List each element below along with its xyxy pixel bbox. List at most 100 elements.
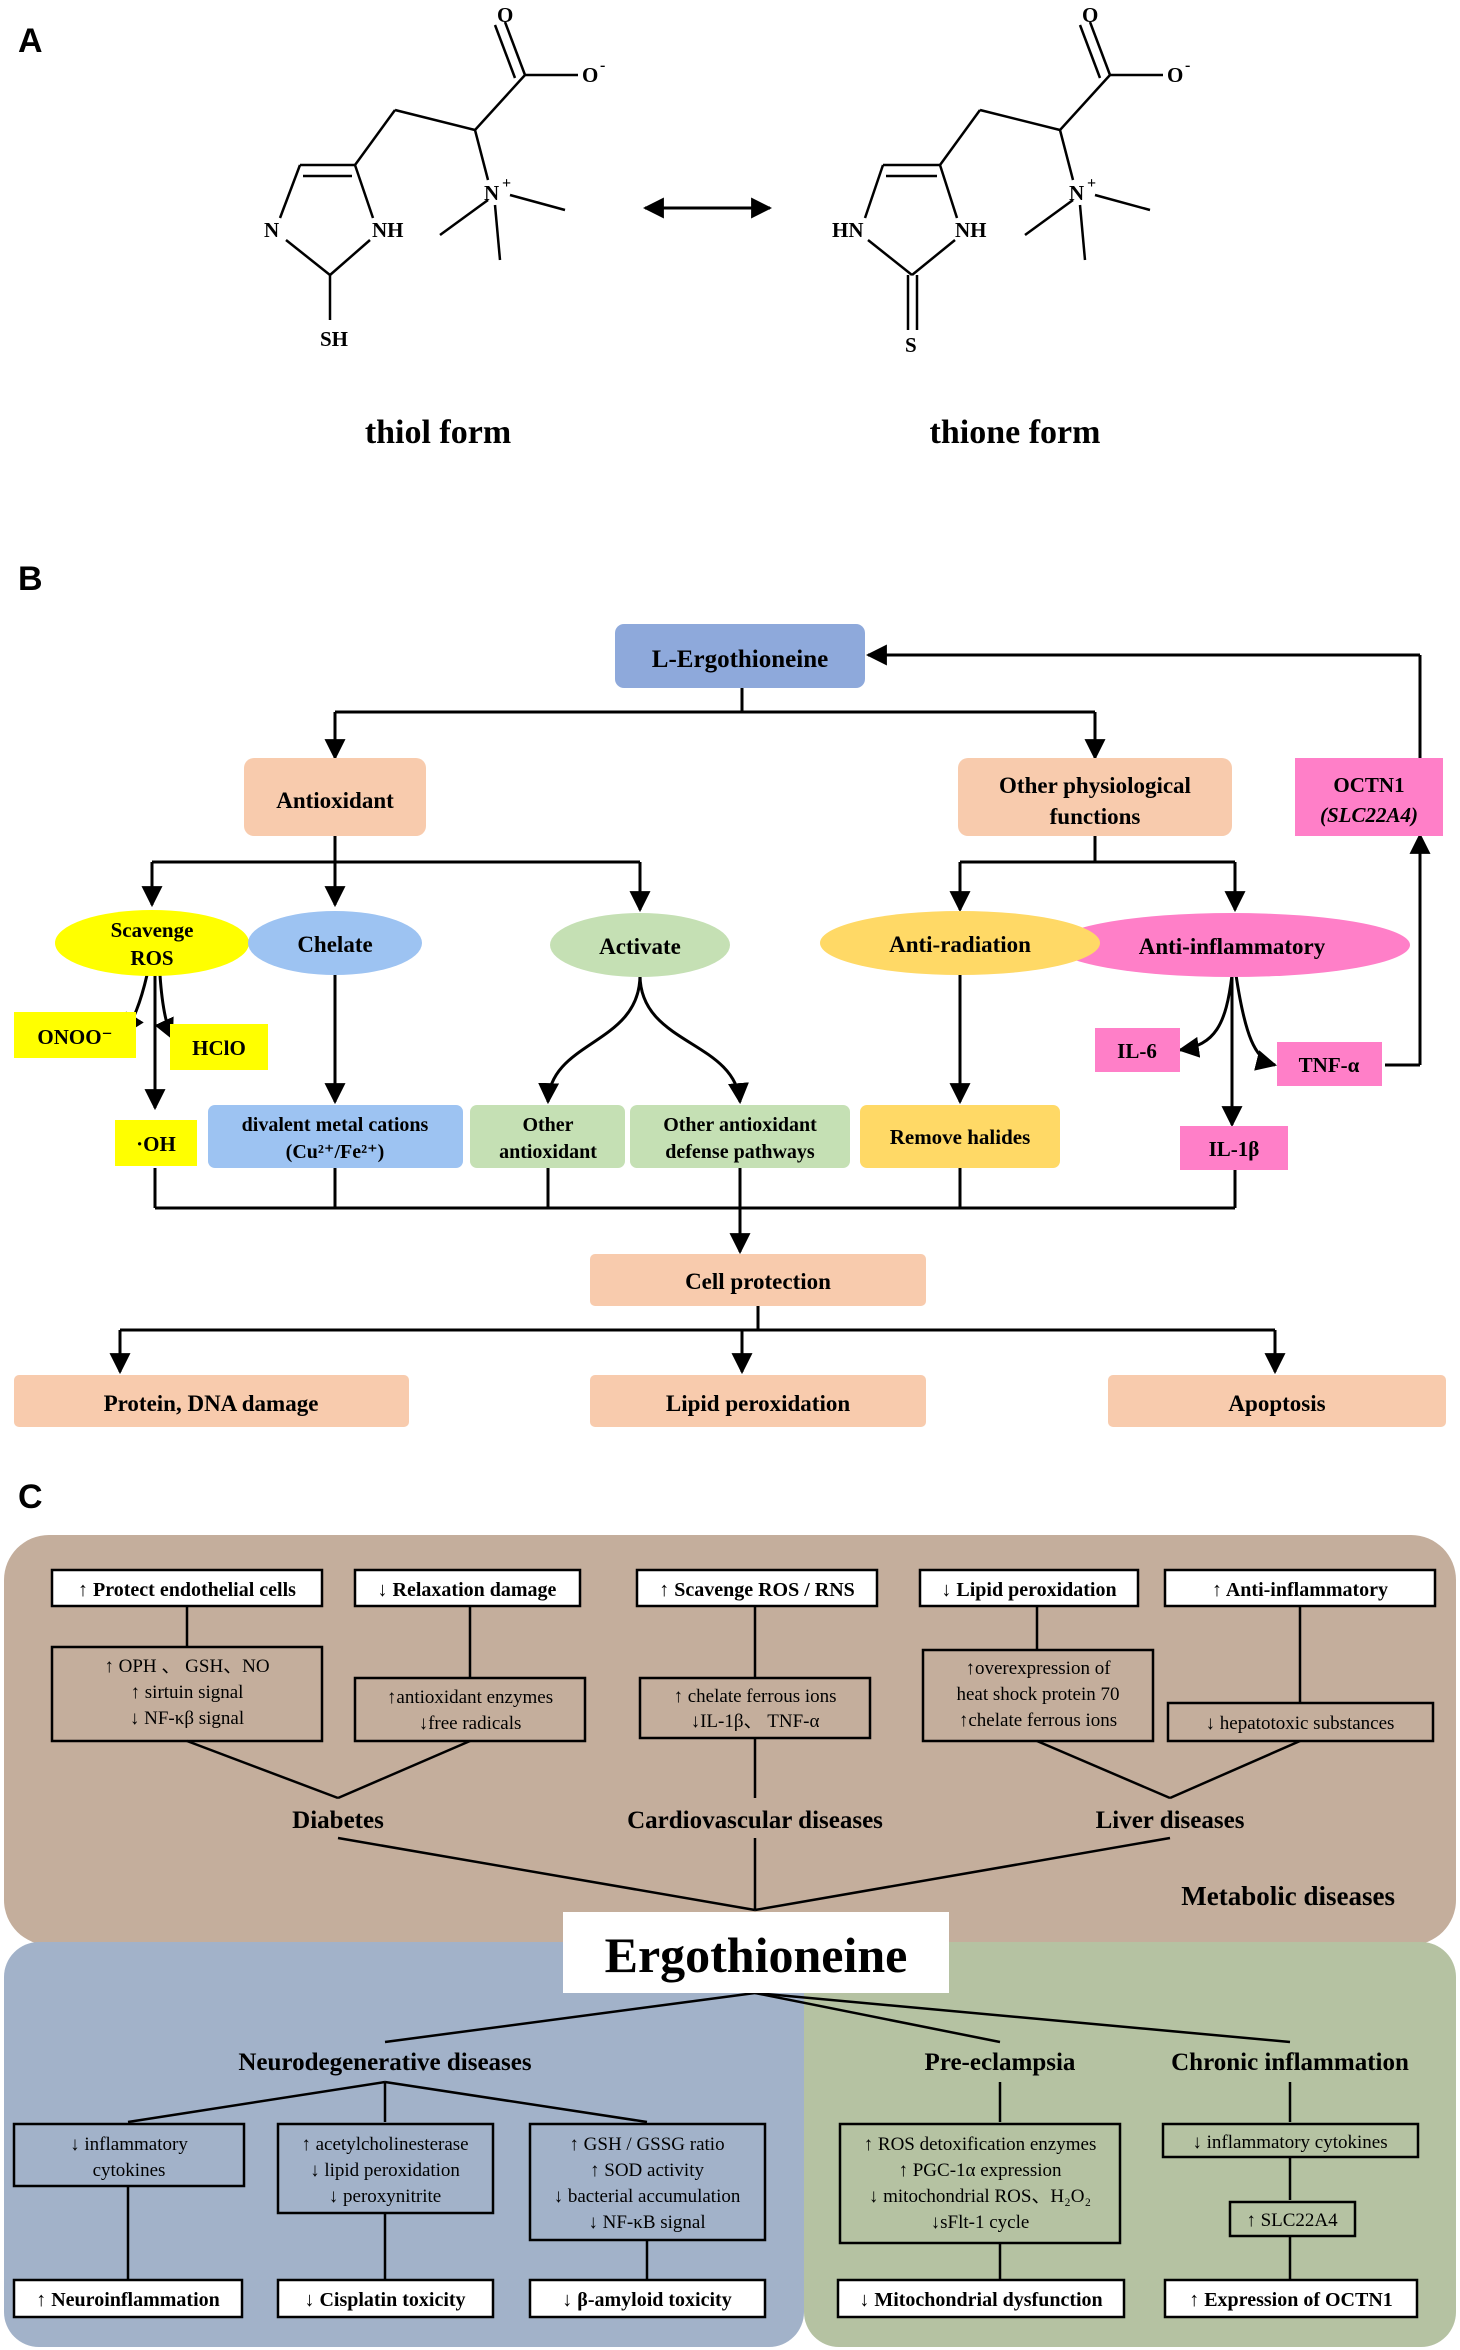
svg-text:↓sFlt-1 cycle: ↓sFlt-1 cycle	[931, 2212, 1030, 2233]
node-apoptosis: Apoptosis	[1108, 1375, 1446, 1427]
node-other-pathways: Other antioxidant defense pathways	[630, 1105, 850, 1168]
svg-text:Remove halides: Remove halides	[890, 1125, 1031, 1149]
inflammation-background	[804, 1942, 1456, 2347]
node-antioxidant: Antioxidant	[244, 758, 426, 836]
node-octn1: OCTN1 (SLC22A4)	[1295, 758, 1443, 836]
svg-text:↑antioxidant enzymes: ↑antioxidant enzymes	[387, 1687, 553, 1708]
box-lipid-peroxidation: ↓ Lipid peroxidation	[918, 1568, 1140, 1608]
node-other-antioxidant: Other antioxidant	[470, 1105, 625, 1168]
neuro-background	[4, 1942, 804, 2347]
box-protect-endothelial: ↑ Protect endothelial cells	[50, 1568, 324, 1608]
ergothioneine-title-box: Ergothioneine	[563, 1912, 949, 1993]
svg-text:↑ Neuroinflammation: ↑ Neuroinflammation	[36, 2289, 220, 2311]
svg-text:(Cu²⁺/Fe²⁺): (Cu²⁺/Fe²⁺)	[286, 1141, 385, 1163]
svg-text:↑ Protect endothelial cells: ↑ Protect endothelial cells	[78, 1579, 296, 1601]
svg-text:↓ Relaxation damage: ↓ Relaxation damage	[378, 1579, 557, 1601]
svg-text:↓ inflammatory: ↓ inflammatory	[70, 2134, 188, 2155]
box-neuro-detail-2: ↑ acetylcholinesterase ↓ lipid peroxidat…	[276, 2122, 495, 2215]
svg-text:↓ Mitochondrial dysfunction: ↓ Mitochondrial dysfunction	[859, 2289, 1102, 2311]
atom-o: O	[1082, 3, 1098, 27]
node-il6: IL-6	[1095, 1028, 1180, 1072]
svg-text:↓ mitochondrial ROS、H₂O₂: ↓ mitochondrial ROS、H₂O₂	[869, 2186, 1091, 2207]
svg-text:↑overexpression of: ↑overexpression of	[965, 1658, 1111, 1679]
atom-nh: NH	[955, 218, 987, 242]
label-chronic-inflammation: Chronic inflammation	[1171, 2049, 1409, 2076]
node-cell-protection: Cell protection	[590, 1254, 926, 1306]
box-hepatotoxic: ↓ hepatotoxic substances	[1166, 1701, 1435, 1743]
minus-sign: -	[600, 57, 605, 74]
svg-text:↓ inflammatory cytokines: ↓ inflammatory cytokines	[1192, 2132, 1387, 2153]
box-diabetes-detail: ↑ OPH 、 GSH、NO ↑ sirtuin signal ↓ NF-κβ …	[50, 1645, 324, 1743]
box-chronic-detail-1: ↓ inflammatory cytokines	[1161, 2122, 1420, 2159]
svg-text:↑ Scavenge ROS / RNS: ↑ Scavenge ROS / RNS	[659, 1579, 855, 1601]
node-activate: Activate	[550, 913, 730, 977]
thiol-structure	[278, 21, 578, 320]
atom-hn: HN	[832, 218, 864, 242]
plus-sign: +	[1087, 175, 1096, 192]
node-scavenge-ros: Scavenge ROS	[55, 910, 249, 976]
svg-text:↓ bacterial accumulation: ↓ bacterial accumulation	[554, 2186, 741, 2207]
svg-text:functions: functions	[1050, 804, 1141, 829]
thiol-atoms: O O - N + N NH SH	[264, 3, 605, 351]
node-onoo: ONOO⁻	[14, 1012, 136, 1058]
svg-text:heat shock protein 70: heat shock protein 70	[956, 1684, 1119, 1705]
svg-text:ROS: ROS	[130, 946, 173, 970]
svg-text:↓ β-amyloid toxicity: ↓ β-amyloid toxicity	[562, 2289, 731, 2311]
box-anti-inflammatory: ↑ Anti-inflammatory	[1163, 1568, 1437, 1608]
svg-text:↓ Lipid peroxidation: ↓ Lipid peroxidation	[941, 1579, 1116, 1601]
minus-sign: -	[1185, 57, 1190, 74]
node-divalent-cations: divalent metal cations (Cu²⁺/Fe²⁺)	[208, 1105, 463, 1168]
svg-text:divalent metal cations: divalent metal cations	[242, 1114, 429, 1136]
svg-text:antioxidant: antioxidant	[499, 1141, 597, 1163]
svg-text:↑ SOD activity: ↑ SOD activity	[590, 2160, 704, 2181]
svg-text:IL-6: IL-6	[1117, 1039, 1157, 1063]
box-neuro-detail-1: ↓ inflammatory cytokines	[12, 2122, 246, 2188]
svg-text:ONOO⁻: ONOO⁻	[37, 1025, 112, 1049]
thione-form-label: thione form	[930, 414, 1101, 451]
svg-text:↑ acetylcholinesterase: ↑ acetylcholinesterase	[301, 2134, 468, 2155]
panel-c-label: C	[18, 1478, 43, 1516]
box-scavenge-ros-rns: ↑ Scavenge ROS / RNS	[635, 1568, 879, 1608]
atom-s: S	[905, 333, 917, 357]
svg-text:HClO: HClO	[192, 1036, 246, 1060]
svg-text:Other antioxidant: Other antioxidant	[663, 1114, 817, 1136]
box-cisplatin-toxicity: ↓ Cisplatin toxicity	[276, 2278, 495, 2319]
svg-text:Scavenge: Scavenge	[111, 918, 194, 942]
box-relaxation-detail: ↑antioxidant enzymes ↓free radicals	[353, 1676, 587, 1743]
svg-text:Protein, DNA damage: Protein, DNA damage	[104, 1391, 319, 1416]
panel-b-label: B	[18, 560, 43, 598]
node-lipid-peroxidation: Lipid peroxidation	[590, 1375, 926, 1427]
atom-o-minus: O	[1167, 63, 1183, 87]
thione-atoms: O O - N + HN NH S	[832, 3, 1190, 357]
label-liver: Liver diseases	[1096, 1807, 1245, 1834]
svg-text:Other: Other	[522, 1114, 573, 1136]
panel-b-connectors	[109, 644, 1431, 1375]
ergothioneine-title: Ergothioneine	[605, 1927, 908, 1983]
node-l-ergothioneine: L-Ergothioneine	[615, 624, 865, 688]
svg-text:·OH: ·OH	[136, 1132, 176, 1156]
thiol-form-label: thiol form	[365, 414, 511, 451]
svg-text:Chelate: Chelate	[297, 932, 372, 957]
svg-text:↓ lipid peroxidation: ↓ lipid peroxidation	[310, 2160, 460, 2181]
svg-text:↓ NF-κβ signal: ↓ NF-κβ signal	[130, 1708, 244, 1729]
box-neuro-detail-3: ↑ GSH / GSSG ratio ↑ SOD activity ↓ bact…	[528, 2122, 767, 2242]
svg-text:TNF-α: TNF-α	[1299, 1053, 1360, 1077]
panel-c-connectors	[126, 1606, 1302, 2280]
panel-a-label: A	[18, 22, 43, 60]
label-diabetes: Diabetes	[292, 1807, 384, 1834]
node-il1b: IL-1β	[1180, 1126, 1288, 1170]
node-other-physiological: Other physiological functions	[958, 758, 1232, 836]
atom-o-minus: O	[582, 63, 598, 87]
box-relaxation-damage: ↓ Relaxation damage	[353, 1568, 582, 1608]
svg-text:defense pathways: defense pathways	[665, 1141, 815, 1163]
box-pre-eclampsia-detail: ↑ ROS detoxification enzymes ↑ PGC-1α ex…	[838, 2122, 1122, 2245]
svg-text:OCTN1: OCTN1	[1333, 773, 1404, 797]
svg-text:↑ sirtuin signal: ↑ sirtuin signal	[131, 1682, 244, 1703]
svg-text:↑ Anti-inflammatory: ↑ Anti-inflammatory	[1212, 1579, 1388, 1601]
node-anti-radiation: Anti-radiation	[820, 911, 1100, 975]
svg-text:↑ chelate ferrous ions: ↑ chelate ferrous ions	[673, 1686, 836, 1707]
label-cardiovascular: Cardiovascular diseases	[627, 1807, 883, 1834]
svg-text:Activate: Activate	[599, 934, 681, 959]
svg-text:↑ OPH 、 GSH、NO: ↑ OPH 、 GSH、NO	[104, 1656, 269, 1677]
